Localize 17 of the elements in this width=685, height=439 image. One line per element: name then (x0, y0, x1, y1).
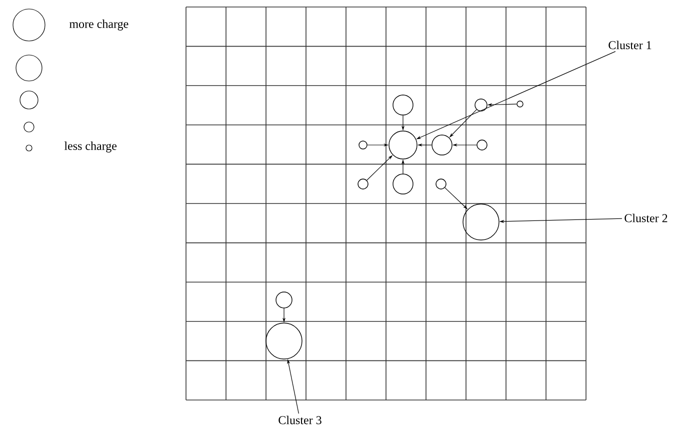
charge-circle (462, 204, 500, 240)
legend-label: more charge (69, 20, 128, 30)
charge-circle (276, 292, 292, 308)
legend-label: less charge (64, 142, 117, 152)
charge-circle (392, 174, 414, 194)
charge-circle (358, 140, 368, 150)
cluster-label: Cluster 2 (624, 214, 668, 222)
charge-circle (432, 134, 452, 156)
charge-circle (266, 322, 302, 360)
charge-circle (358, 178, 368, 190)
charge-circle (392, 94, 414, 116)
cluster-label: Cluster 1 (608, 40, 652, 50)
charge-circle (436, 178, 446, 190)
charge-circle (474, 98, 488, 112)
cluster-label: Cluster 3 (278, 416, 322, 424)
charge-circle (388, 130, 418, 160)
charge-circle (476, 140, 488, 150)
